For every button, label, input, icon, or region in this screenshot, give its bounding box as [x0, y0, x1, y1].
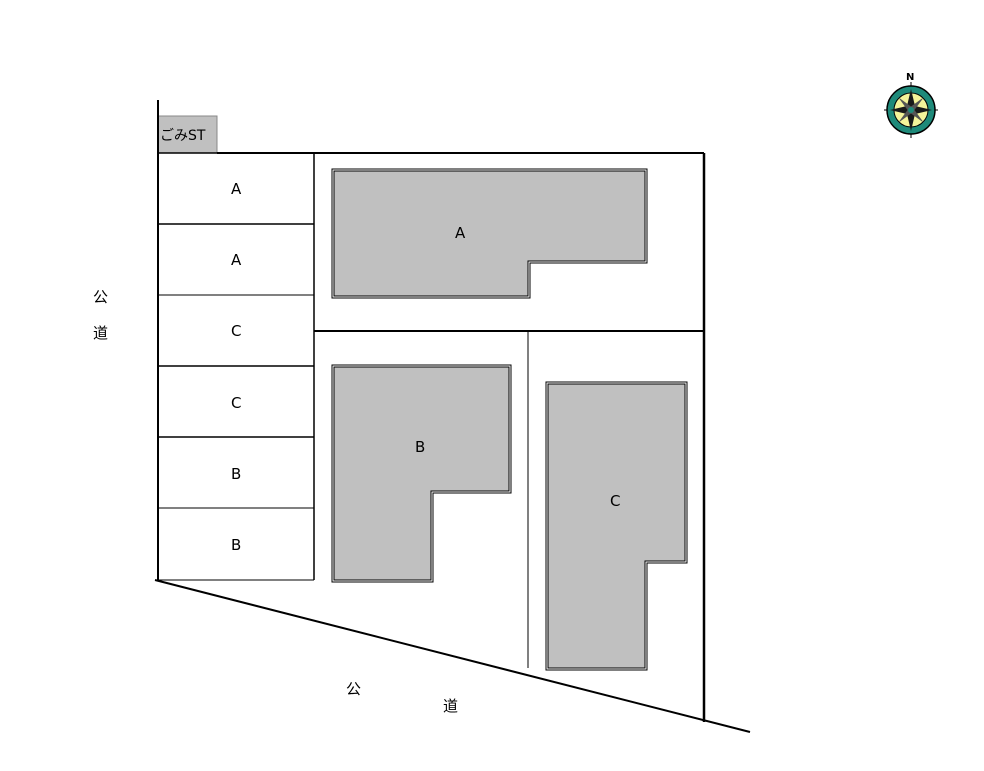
west-road-label: 公 道 [93, 288, 108, 342]
south-road-char-2: 道 [443, 697, 458, 715]
building-b: B [331, 364, 512, 583]
building-b-label: B [415, 438, 425, 456]
south-road-edge [154, 579, 751, 733]
garbage-station: ごみST [157, 115, 218, 154]
parking-space-5-label: B [231, 465, 241, 483]
west-road-char-1: 公 [93, 288, 108, 306]
parking-space-4-label: C [231, 394, 241, 412]
building-a-label: A [455, 224, 466, 242]
garbage-station-label: ごみST [160, 128, 206, 144]
parking-space-6-label: B [231, 536, 241, 554]
parking-stall-lines [158, 223, 314, 581]
parking-space-3-label: C [231, 322, 241, 340]
west-road-char-2: 道 [93, 324, 108, 342]
parking-space-1-label: A [231, 180, 242, 198]
building-c-label: C [610, 492, 620, 510]
south-road-char-1: 公 [346, 680, 361, 698]
compass-north-label: N [906, 72, 914, 83]
south-road-label: 公 道 [346, 680, 458, 715]
building-c: C [545, 381, 688, 671]
parking-space-2-label: A [231, 251, 242, 269]
building-a: A [331, 168, 648, 299]
parking-spaces: A A C C B B [231, 180, 242, 554]
compass-north-icon: N [884, 72, 938, 138]
